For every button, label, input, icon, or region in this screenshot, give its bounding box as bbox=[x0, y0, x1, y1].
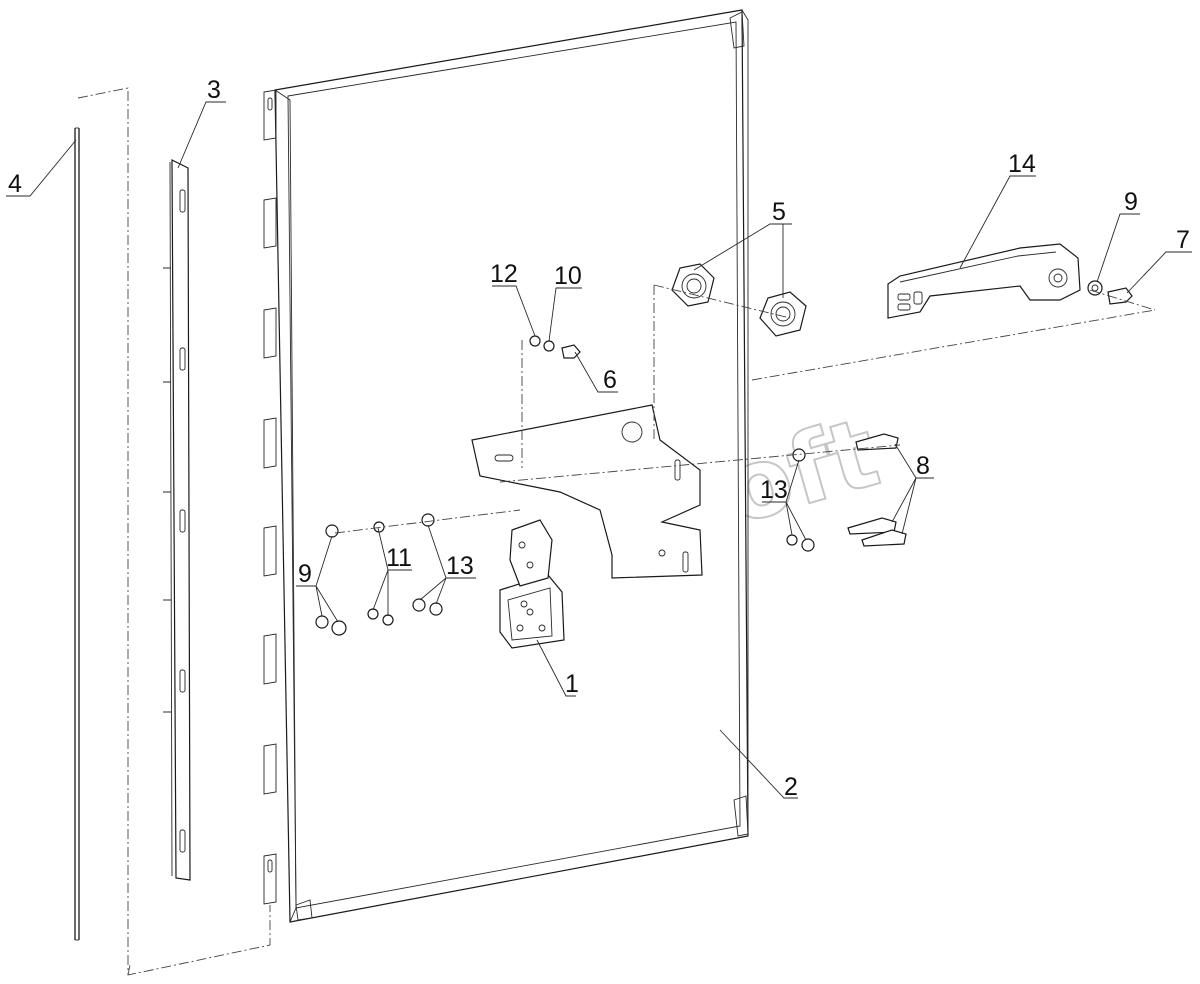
callout-1: 1 bbox=[565, 670, 579, 698]
callout-3: 3 bbox=[207, 76, 221, 104]
assembly-center-lines bbox=[334, 284, 1156, 534]
callout-14: 14 bbox=[1008, 150, 1036, 178]
callout-9-right: 9 bbox=[1124, 188, 1138, 216]
hinge-strip-part-3 bbox=[163, 159, 191, 881]
callout-labels: 1 2 3 4 5 6 7 8 9 9 10 11 12 13 13 14 bbox=[8, 76, 1190, 801]
rod-part-4 bbox=[74, 127, 80, 941]
callout-5: 5 bbox=[772, 198, 786, 226]
callout-13-right: 13 bbox=[760, 476, 788, 504]
callout-12: 12 bbox=[490, 260, 518, 288]
large-nut-part-5 bbox=[671, 263, 807, 337]
callout-9-left: 9 bbox=[298, 560, 312, 588]
callout-2: 2 bbox=[784, 773, 798, 801]
callout-4: 4 bbox=[8, 170, 22, 198]
callout-8: 8 bbox=[916, 452, 930, 480]
callout-7: 7 bbox=[1176, 226, 1190, 254]
callout-6: 6 bbox=[603, 366, 617, 394]
lock-bracket-plate bbox=[471, 404, 703, 579]
assembly-frame-line bbox=[77, 87, 271, 976]
callout-leaders bbox=[6, 101, 1192, 799]
lock-mechanism-part-1 bbox=[499, 519, 565, 649]
callout-13-left: 13 bbox=[446, 552, 474, 580]
callout-10: 10 bbox=[554, 262, 582, 290]
hardware-fasteners bbox=[315, 280, 1133, 636]
handle-part-14 bbox=[887, 243, 1081, 319]
callout-11: 11 bbox=[386, 544, 412, 572]
